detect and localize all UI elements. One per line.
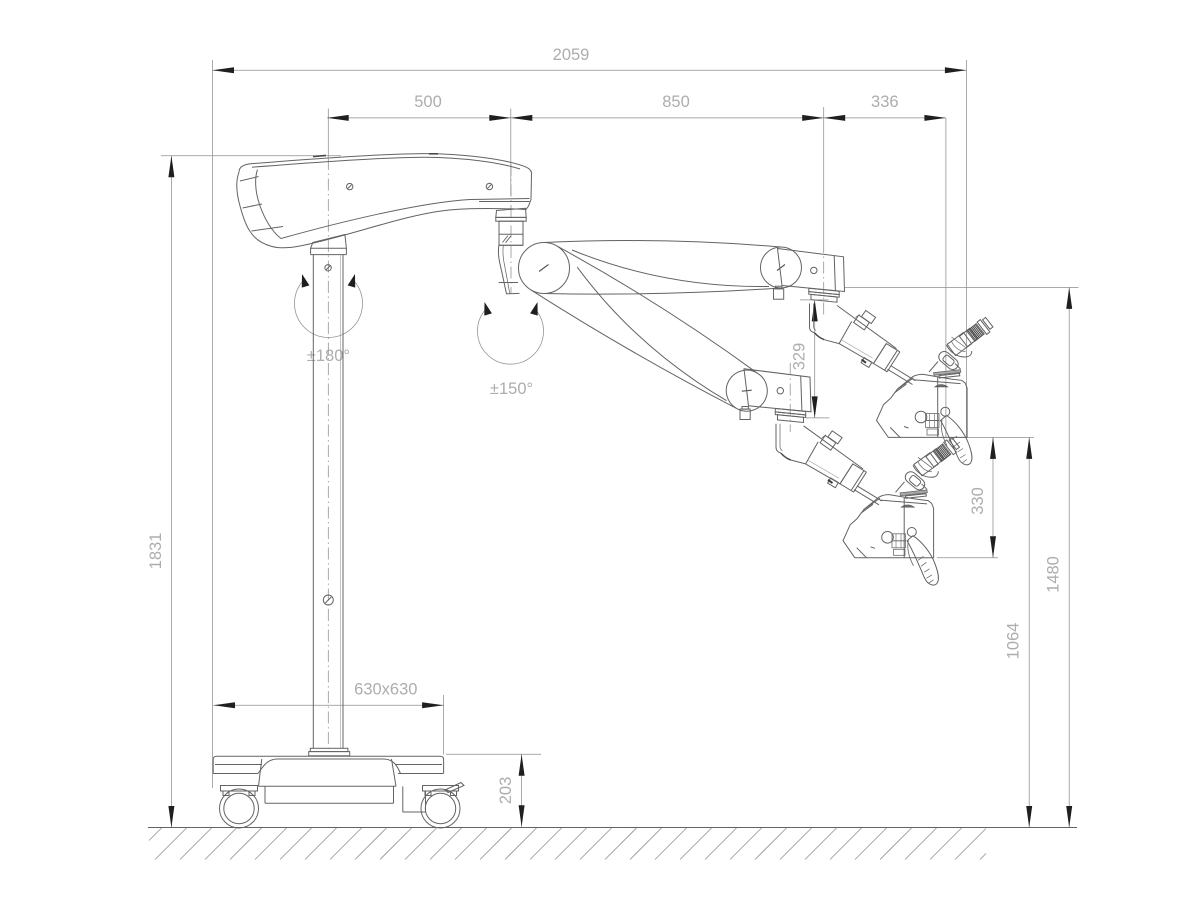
svg-text:850: 850 bbox=[662, 93, 690, 111]
svg-text:±150°: ±150° bbox=[490, 380, 533, 398]
svg-text:330: 330 bbox=[969, 487, 987, 515]
svg-text:336: 336 bbox=[871, 93, 899, 111]
svg-text:2059: 2059 bbox=[553, 46, 590, 64]
svg-text:1480: 1480 bbox=[1045, 556, 1063, 593]
svg-text:203: 203 bbox=[497, 777, 515, 805]
svg-text:±180°: ±180° bbox=[307, 347, 350, 365]
svg-text:630x630: 630x630 bbox=[354, 681, 417, 699]
svg-text:500: 500 bbox=[414, 93, 442, 111]
svg-text:1064: 1064 bbox=[1005, 623, 1023, 660]
svg-text:1831: 1831 bbox=[147, 533, 165, 570]
svg-text:329: 329 bbox=[791, 343, 809, 371]
